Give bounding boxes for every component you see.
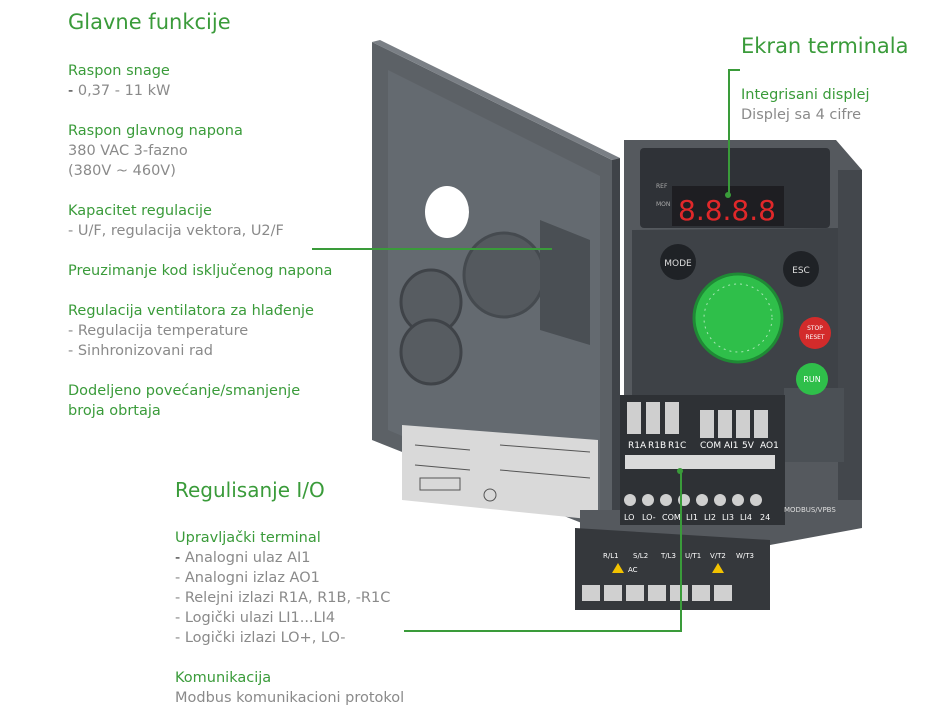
terminal-li1: LI1 (686, 513, 698, 522)
mon-label: MON (656, 201, 670, 208)
power-terminal-block: R/L1 S/L2 T/L3 U/T1 V/T2 W/T3 AC (575, 528, 770, 610)
connector-line-io (680, 470, 682, 632)
display-value: Displej sa 4 cifre (741, 107, 862, 123)
display-title: Integrisani displej (741, 87, 870, 103)
control-terminal-area: R1A R1B R1C COM AI1 5V AO1 LO LO- COM LI… (620, 395, 836, 525)
main-functions-title: Glavne funkcije (68, 10, 231, 34)
connector-line-display (728, 69, 730, 195)
knockout-ring-2 (399, 318, 463, 386)
speed-title-line-1: Dodeljeno povećanje/smanjenje (68, 383, 301, 399)
io-item-5: - Logički izlazi LO+, LO- (175, 630, 346, 646)
io-title: Regulisanje I/O (175, 478, 325, 502)
connector-line-regulation (312, 248, 552, 250)
io-block: Upravljački terminal - Analogni ulaz AI1… (175, 528, 390, 648)
terminal-lo: LO (624, 513, 634, 522)
mode-label: MODE (664, 259, 692, 269)
power-range-title: Raspon snage (68, 63, 170, 79)
terminal-screen-title: Ekran terminala (741, 34, 909, 58)
run-label: RUN (803, 375, 820, 384)
regulation-title: Kapacitet regulacije (68, 203, 212, 219)
terminal-ao1: AO1 (760, 441, 779, 451)
run-button[interactable] (796, 363, 828, 395)
connector-dot-io (677, 468, 683, 474)
voltage-line-2: (380V ~ 460V) (68, 163, 176, 179)
voltage-title: Raspon glavnog napona (68, 123, 243, 139)
front-cover-panel (372, 40, 620, 535)
terminal-li3: LI3 (722, 513, 734, 522)
voltage-line-1: 380 VAC 3-fazno (68, 143, 188, 159)
warning-icon (712, 563, 724, 573)
terminal-li2: LI2 (704, 513, 716, 522)
terminal-title: Upravljački terminal (175, 530, 321, 546)
terminal-li4: LI4 (740, 513, 752, 522)
terminal-ut1: U/T1 (685, 552, 701, 560)
terminal-lo-minus: LO- (642, 513, 656, 522)
dash-marker: - (175, 550, 185, 566)
io-item-1: Analogni ulaz AI1 (184, 550, 311, 566)
terminal-wt3: W/T3 (736, 552, 754, 560)
io-item-3: - Relejni izlazi R1A, R1B, -R1C (175, 590, 391, 606)
regulation-value: - U/F, regulacija vektora, U2/F (68, 223, 284, 239)
esc-label: ESC (792, 266, 810, 276)
fan-block: Regulacija ventilatora za hlađenje - Reg… (68, 301, 314, 361)
esc-button[interactable] (783, 251, 819, 287)
terminal-com-2: COM (662, 513, 681, 522)
reset-label: RESET (805, 334, 825, 341)
comm-block: Komunikacija Modbus komunikacioni protok… (175, 668, 404, 708)
power-loss-title: Preuzimanje kod isključenog napona (68, 263, 333, 279)
terminal-ai1: AI1 (724, 441, 739, 451)
connector-dot-display (725, 192, 731, 198)
io-item-2: - Analogni izlaz AO1 (175, 570, 320, 586)
comm-value: Modbus komunikacioni protokol (175, 690, 405, 706)
connector-line-io-horizontal (404, 630, 682, 632)
comm-title: Komunikacija (175, 670, 272, 686)
stop-label: STOP (807, 325, 823, 332)
terminal-com: COM (700, 441, 721, 451)
ac-label: AC (628, 566, 638, 574)
fan-title: Regulacija ventilatora za hlađenje (68, 303, 314, 319)
terminal-r1c: R1C (668, 441, 686, 451)
voltage-block: Raspon glavnog napona 380 VAC 3-fazno (3… (68, 121, 243, 181)
cable-hole (425, 186, 469, 238)
speed-title-line-2: broja obrtaja (68, 403, 161, 419)
display-block: Integrisani displej Displej sa 4 cifre (741, 85, 870, 125)
terminal-tl3: T/L3 (660, 552, 676, 560)
fan-line-1: - Regulacija temperature (68, 323, 249, 339)
ref-label: REF (656, 183, 668, 190)
power-loss-block: Preuzimanje kod isključenog napona (68, 261, 332, 281)
connector-line-display-stub (728, 69, 740, 71)
terminal-sl2: S/L2 (633, 552, 648, 560)
warning-icon (612, 563, 624, 573)
mode-button[interactable] (660, 244, 696, 280)
terminal-r1a: R1A (628, 441, 647, 451)
terminal-5v: 5V (742, 441, 755, 451)
terminal-vt2: V/T2 (710, 552, 726, 560)
speed-block: Dodeljeno povećanje/smanjenje broja obrt… (68, 381, 300, 421)
fan-line-2: - Sinhronizovani rad (68, 343, 214, 359)
relay-terminal-screws (627, 402, 768, 438)
regulation-block: Kapacitet regulacije - U/F, regulacija v… (68, 201, 284, 241)
round-knockout (462, 231, 546, 319)
dash-marker: - (68, 83, 78, 99)
power-range-value: 0,37 - 11 kW (77, 83, 171, 99)
terminal-24: 24 (760, 513, 770, 522)
jog-dial[interactable] (692, 272, 784, 364)
terminal-r1b: R1B (648, 441, 666, 451)
power-range-block: Raspon snage - 0,37 - 11 kW (68, 61, 170, 101)
modbus-label: MODBUS/VPBS (784, 506, 836, 514)
led-display: 8.8.8.8 (678, 194, 776, 227)
stop-reset-button[interactable] (799, 317, 831, 349)
terminal-rl1: R/L1 (603, 552, 619, 560)
io-item-4: - Logički ulazi LI1...LI4 (175, 610, 336, 626)
wiring-label (402, 425, 598, 520)
